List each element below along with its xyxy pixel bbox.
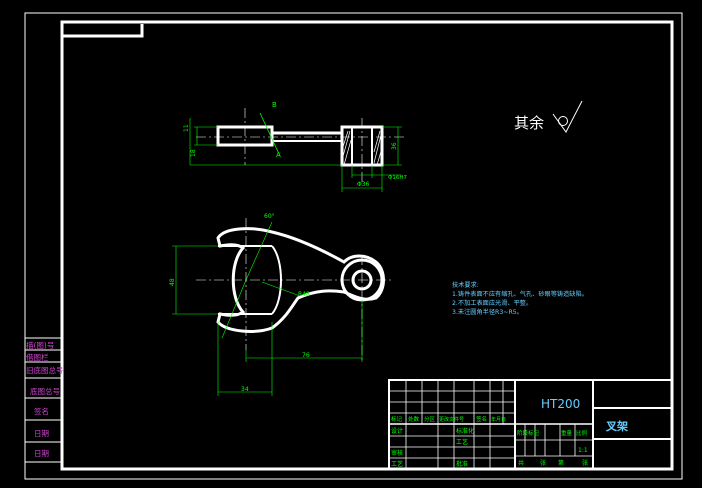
- sheet-label-2: 第: [558, 459, 564, 467]
- scale-value: 1:1: [578, 447, 588, 454]
- side-stamp: [25, 337, 62, 463]
- dim-top-18: 18: [190, 149, 197, 157]
- sign-role-1: 审核: [391, 449, 403, 457]
- tech-note-1: 1.铸件表面不应有缩孔、气孔、砂眼等铸造缺陷。: [452, 290, 588, 298]
- side-stamp-row-0: 描(图)号: [26, 340, 54, 350]
- sign-role-2: 工艺: [391, 460, 403, 468]
- front-view: 60° 48 34 76 R48: [169, 213, 392, 396]
- roughness-label: 其余: [514, 114, 544, 132]
- dim-top-36: 36: [391, 142, 398, 150]
- roughness-symbol-icon: [552, 100, 583, 133]
- dim-front-76: 76: [302, 352, 310, 359]
- side-stamp-row-1: 借图栏: [26, 352, 49, 362]
- sign-std-2: 批准: [456, 460, 468, 468]
- sign-std-0: 标准化: [456, 427, 474, 435]
- tech-notes-title: 技术要求:: [452, 281, 479, 289]
- side-stamp-row-2: 旧底图总号: [26, 365, 64, 375]
- inner-frame: [60, 20, 674, 471]
- sheet-label-0: 共: [518, 459, 524, 467]
- rev-header-5: 年月日: [491, 416, 506, 423]
- sign-role-0: 设计: [391, 427, 403, 435]
- rev-header-3: 更改文件号: [439, 416, 464, 423]
- dim-front-r48: R48: [298, 291, 310, 298]
- top-view: 11 18 36 Φ36 Φ16H7 B A: [183, 101, 407, 192]
- dim-top-phi16: Φ16H7: [388, 175, 407, 181]
- side-stamp-row-3: 底图总号: [30, 386, 60, 396]
- part-name: 叉架: [605, 419, 628, 433]
- side-stamp-row-5: 日期: [34, 429, 49, 438]
- rev-header-1: 处数: [408, 415, 420, 423]
- material-label: HT200: [541, 397, 580, 411]
- side-stamp-row-6: 日期: [34, 449, 49, 458]
- outer-frame: [24, 12, 683, 480]
- code-box: [62, 24, 144, 38]
- dim-front-angle: 60°: [264, 213, 275, 220]
- section-label-a: A: [276, 151, 281, 159]
- title-block: [388, 379, 673, 470]
- section-label-b: B: [272, 101, 277, 109]
- dim-top-phi36: Φ36: [357, 181, 370, 188]
- tech-note-3: 3.未注圆角半径R3~R5。: [452, 308, 523, 316]
- stage-header-1: 重量: [561, 429, 573, 437]
- dim-top-11: 11: [183, 124, 190, 132]
- rev-header-2: 分区: [424, 415, 436, 423]
- sign-std-1: 工艺: [456, 438, 468, 446]
- stage-header-0: 阶段标记: [517, 429, 540, 437]
- rev-header-4: 签名: [476, 415, 487, 423]
- dim-front-48: 48: [169, 278, 176, 286]
- side-stamp-row-4: 签名: [34, 406, 49, 416]
- tech-note-2: 2.不加工表面应光滑、平整。: [452, 299, 532, 307]
- dim-front-34: 34: [241, 386, 249, 393]
- stage-header-2: 比例: [576, 429, 588, 437]
- sheet-label-3: 张: [582, 459, 588, 467]
- sheet-label-1: 张: [540, 459, 546, 467]
- rev-header-0: 标记: [391, 415, 403, 423]
